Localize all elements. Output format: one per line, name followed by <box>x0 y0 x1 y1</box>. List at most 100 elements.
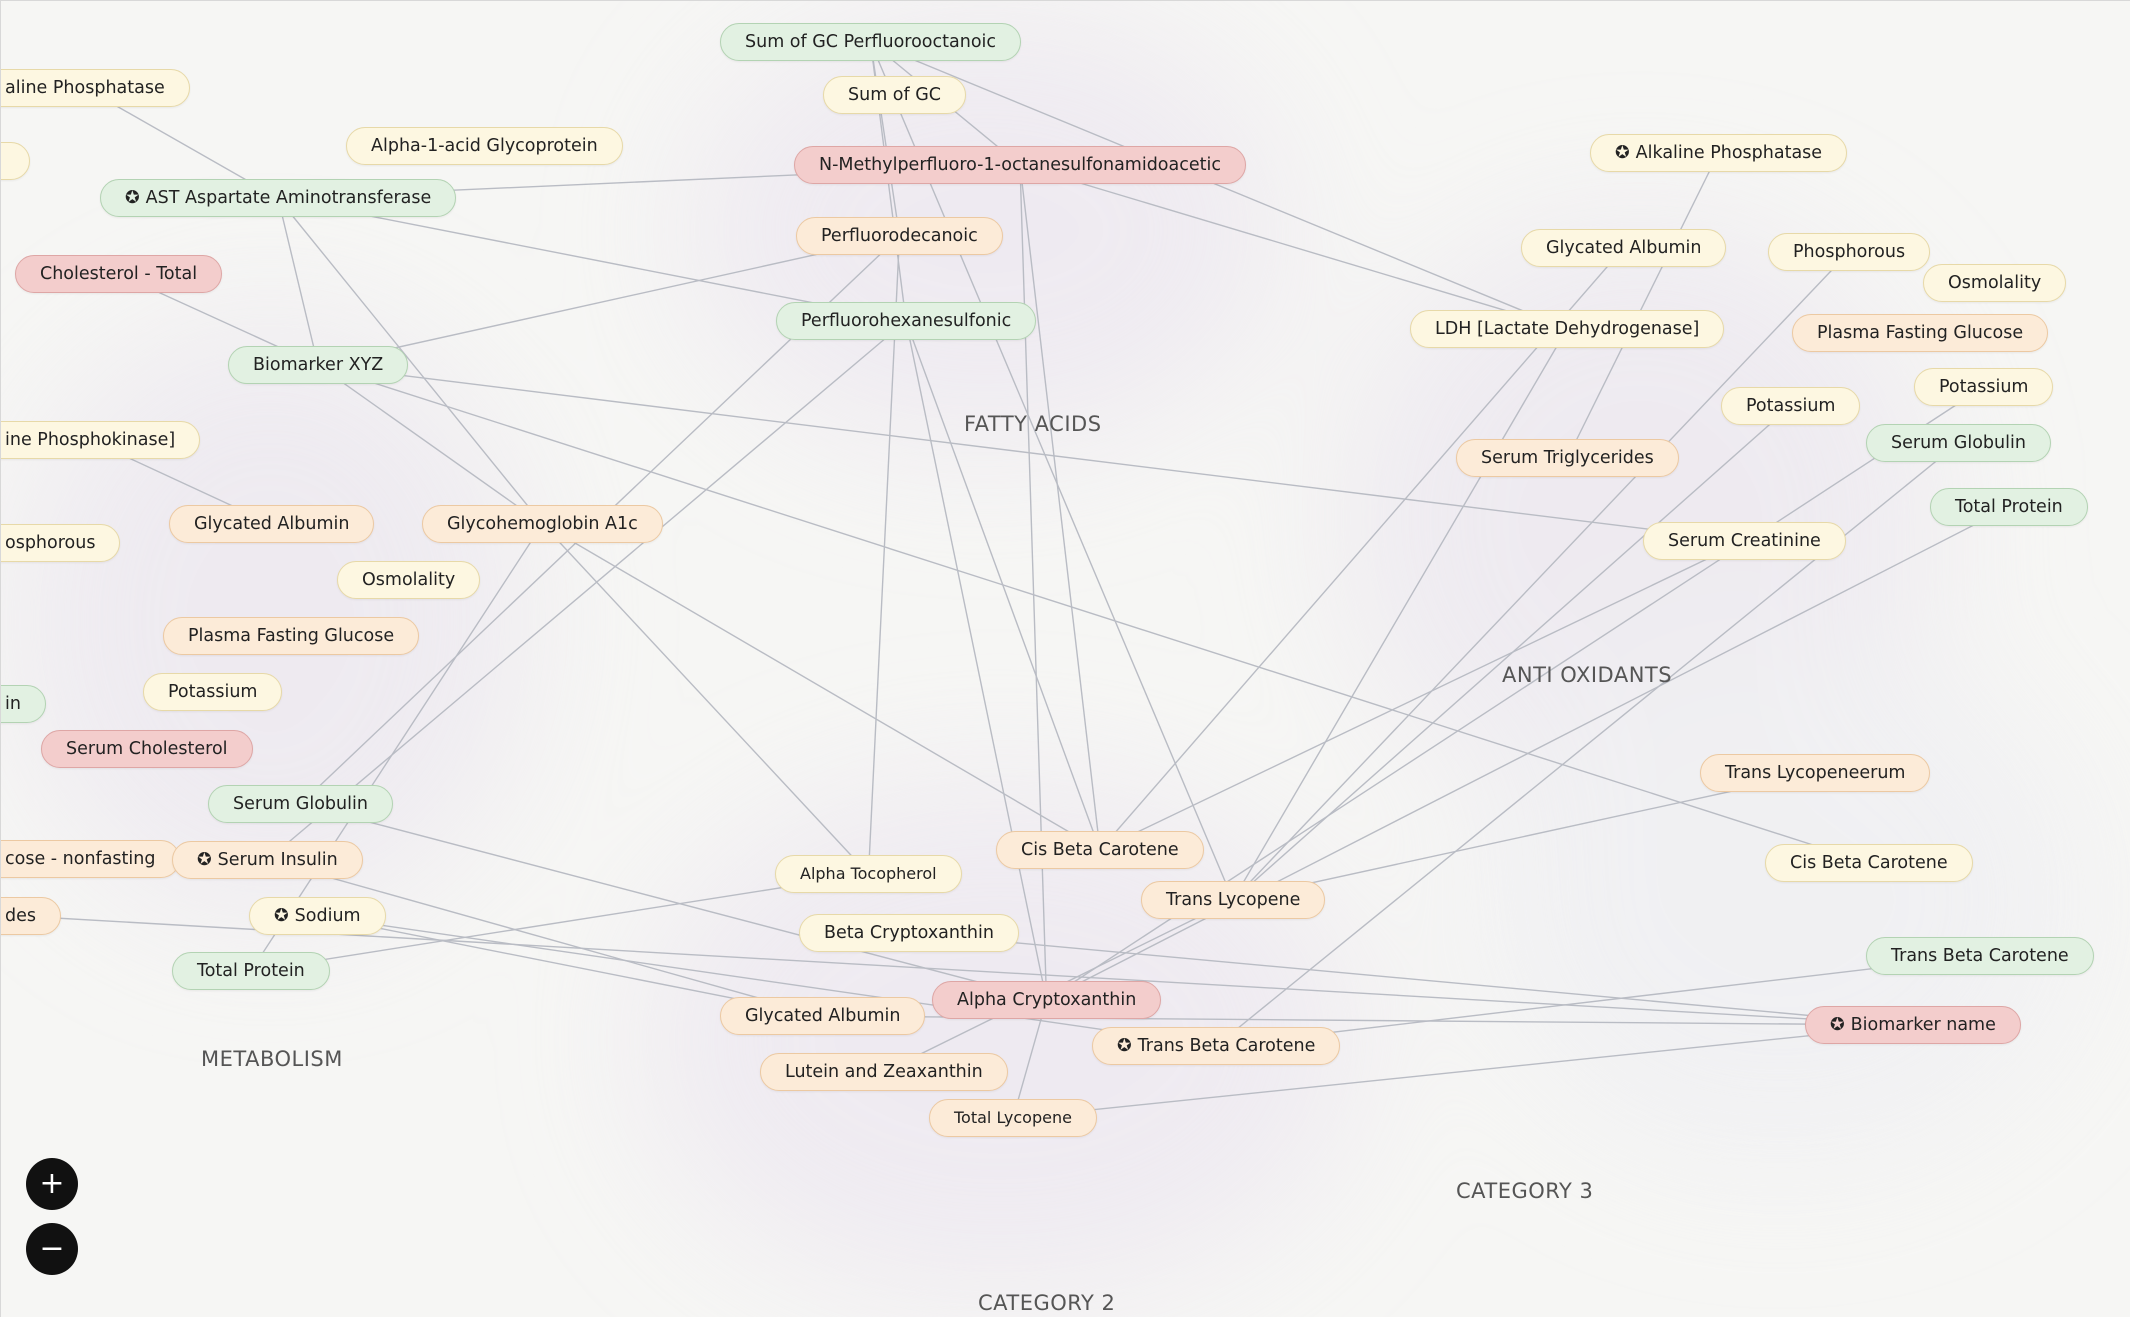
edge-n27-n35 <box>1566 152 1720 459</box>
node-label: Beta Cryptoxanthin <box>824 923 994 943</box>
zoom-in-button[interactable]: + <box>26 1158 78 1210</box>
node-alkaline-phosphatase[interactable]: ✪Alkaline Phosphatase <box>1590 134 1848 172</box>
node-cis-beta-carotene[interactable]: Cis Beta Carotene <box>1765 844 1973 882</box>
node-trans-lycopeneerum[interactable]: Trans Lycopeneerum <box>1700 754 1931 792</box>
node-trans-lycopene[interactable]: Trans Lycopene <box>1141 881 1326 919</box>
node-label: Perfluorohexanesulfonic <box>801 311 1012 331</box>
node-sodium[interactable]: ✪Sodium <box>249 897 386 935</box>
node-label: Potassium <box>168 682 258 702</box>
node-glycated-albumin[interactable]: Glycated Albumin <box>169 505 375 543</box>
node-label: Total Lycopene <box>954 1108 1072 1127</box>
node-label: Lutein and Zeaxanthin <box>785 1062 983 1082</box>
edge-n47-n51 <box>1012 999 1048 1119</box>
node-total-protein[interactable]: Total Protein <box>1930 488 2088 526</box>
category-label-category-2: CATEGORY 2 <box>978 1291 1116 1315</box>
node-glycated-albumin[interactable]: Glycated Albumin <box>1521 229 1727 267</box>
node-label: Plasma Fasting Glucose <box>1817 323 2024 343</box>
node-cholesterol-total[interactable]: Cholesterol - Total <box>15 255 223 293</box>
category-label-category-3: CATEGORY 3 <box>1456 1179 1594 1203</box>
category-label-anti-oxidants: ANTI OXIDANTS <box>1502 663 1673 687</box>
category-label-fatty-acids: FATTY ACIDS <box>964 412 1102 436</box>
node-alpha-cryptoxanthin[interactable]: Alpha Cryptoxanthin <box>932 981 1162 1019</box>
node-serum-insulin[interactable]: ✪Serum Insulin <box>172 841 363 879</box>
node-aline-phosphatase[interactable]: aline Phosphatase <box>0 69 190 107</box>
node-label: Biomarker name <box>1850 1015 1996 1035</box>
edge-n29-n43 <box>1232 251 1850 901</box>
node-label: Total Protein <box>197 961 305 981</box>
node-label: LDH [Lactate Dehydrogenase] <box>1435 319 1700 339</box>
node-biomarker-xyz[interactable]: Biomarker XYZ <box>228 346 409 384</box>
node-label: Sum of GC Perfluorooctanoic <box>745 32 997 52</box>
node-serum-creatinine[interactable]: Serum Creatinine <box>1643 522 1846 560</box>
node-ldh-lactate-dehydrogenase[interactable]: LDH [Lactate Dehydrogenase] <box>1410 310 1725 348</box>
edge-n9-n11 <box>277 197 319 366</box>
node-osphorous[interactable]: osphorous <box>0 524 121 562</box>
edge-n49-n51 <box>1012 1024 1914 1119</box>
node-perfluorodecanoic[interactable]: Perfluorodecanoic <box>796 217 1003 255</box>
node-serum-globulin[interactable]: Serum Globulin <box>208 785 393 823</box>
node-potassium[interactable]: Potassium <box>143 673 283 711</box>
node-label: Perfluorodecanoic <box>821 226 978 246</box>
node-ine-phosphokinase[interactable]: ine Phosphokinase] <box>0 421 201 459</box>
edge-n9-n14 <box>277 197 544 525</box>
node-n-methylperfluoro-1-octanesulfonamidoacetic[interactable]: N-Methylperfluoro-1-octanesulfonamidoace… <box>794 146 1246 184</box>
node-label: Potassium <box>1746 396 1836 416</box>
node-phosphorous[interactable]: Phosphorous <box>1768 233 1931 271</box>
node-label: Serum Insulin <box>217 850 338 870</box>
node-des[interactable]: des <box>0 897 61 935</box>
node-label: Cis Beta Carotene <box>1790 853 1948 873</box>
node-glycated-albumin[interactable]: Glycated Albumin <box>720 997 926 1035</box>
node-in[interactable]: in <box>0 685 46 723</box>
node-unlabeled[interactable] <box>0 142 30 180</box>
node-label: Alpha Cryptoxanthin <box>957 990 1137 1010</box>
node-plasma-fasting-glucose[interactable]: Plasma Fasting Glucose <box>163 617 420 655</box>
node-label: Glycated Albumin <box>194 514 350 534</box>
node-serum-triglycerides[interactable]: Serum Triglycerides <box>1456 439 1679 477</box>
node-label: Trans Lycopene <box>1166 890 1301 910</box>
node-sum-of-gc-perfluorooctanoic[interactable]: Sum of GC Perfluorooctanoic <box>720 23 1022 61</box>
node-label: N-Methylperfluoro-1-octanesulfonamidoace… <box>819 155 1221 175</box>
node-cose-nonfasting[interactable]: cose - nonfasting <box>0 840 181 878</box>
edge-n1-n31 <box>870 41 1568 330</box>
node-label: AST Aspartate Aminotransferase <box>145 188 432 208</box>
node-sum-of-gc[interactable]: Sum of GC <box>823 76 967 114</box>
node-label: Glycated Albumin <box>1546 238 1702 258</box>
node-ast-aspartate-aminotransferase[interactable]: ✪AST Aspartate Aminotransferase <box>100 179 457 217</box>
category-label-metabolism: METABOLISM <box>201 1047 343 1071</box>
node-label: Alpha Tocopherol <box>800 864 937 883</box>
node-biomarker-name[interactable]: ✪Biomarker name <box>1805 1006 2021 1044</box>
node-plasma-fasting-glucose[interactable]: Plasma Fasting Glucose <box>1792 314 2049 352</box>
node-label: ine Phosphokinase] <box>5 430 176 450</box>
node-trans-beta-carotene[interactable]: Trans Beta Carotene <box>1866 937 2094 975</box>
node-perfluorohexanesulfonic[interactable]: Perfluorohexanesulfonic <box>776 302 1037 340</box>
edge-n39-n43 <box>1232 772 1816 901</box>
node-osmolality[interactable]: Osmolality <box>337 561 481 599</box>
edge-n21-n47 <box>300 803 1047 1001</box>
edge-n3-n47 <box>1019 164 1048 1001</box>
zoom-out-button[interactable]: − <box>26 1223 78 1275</box>
node-lutein-and-zeaxanthin[interactable]: Lutein and Zeaxanthin <box>760 1053 1008 1091</box>
node-glycohemoglobin-a1c[interactable]: Glycohemoglobin A1c <box>422 505 663 543</box>
node-serum-cholesterol[interactable]: Serum Cholesterol <box>41 730 253 768</box>
node-alpha-tocopherol[interactable]: Alpha Tocopherol <box>775 855 962 893</box>
edge-n11-n38 <box>317 364 1745 542</box>
edge-n1-n4 <box>869 41 901 237</box>
node-alpha-1-acid-glycoprotein[interactable]: Alpha-1-acid Glycoprotein <box>346 127 623 165</box>
node-label: des <box>5 906 36 926</box>
node-total-protein[interactable]: Total Protein <box>172 952 330 990</box>
node-beta-cryptoxanthin[interactable]: Beta Cryptoxanthin <box>799 914 1019 952</box>
node-serum-globulin[interactable]: Serum Globulin <box>1866 424 2051 462</box>
node-label: Glycohemoglobin A1c <box>447 514 638 534</box>
node-label: Serum Cholesterol <box>66 739 228 759</box>
node-total-lycopene[interactable]: Total Lycopene <box>929 1099 1097 1137</box>
node-cis-beta-carotene[interactable]: Cis Beta Carotene <box>996 831 1204 869</box>
node-label: Phosphorous <box>1793 242 1906 262</box>
node-trans-beta-carotene[interactable]: ✪Trans Beta Carotene <box>1092 1027 1341 1065</box>
node-potassium[interactable]: Potassium <box>1914 368 2054 406</box>
node-osmolality[interactable]: Osmolality <box>1923 264 2067 302</box>
star-icon: ✪ <box>274 906 289 926</box>
node-potassium[interactable]: Potassium <box>1721 387 1861 425</box>
node-label: Serum Creatinine <box>1668 531 1821 551</box>
